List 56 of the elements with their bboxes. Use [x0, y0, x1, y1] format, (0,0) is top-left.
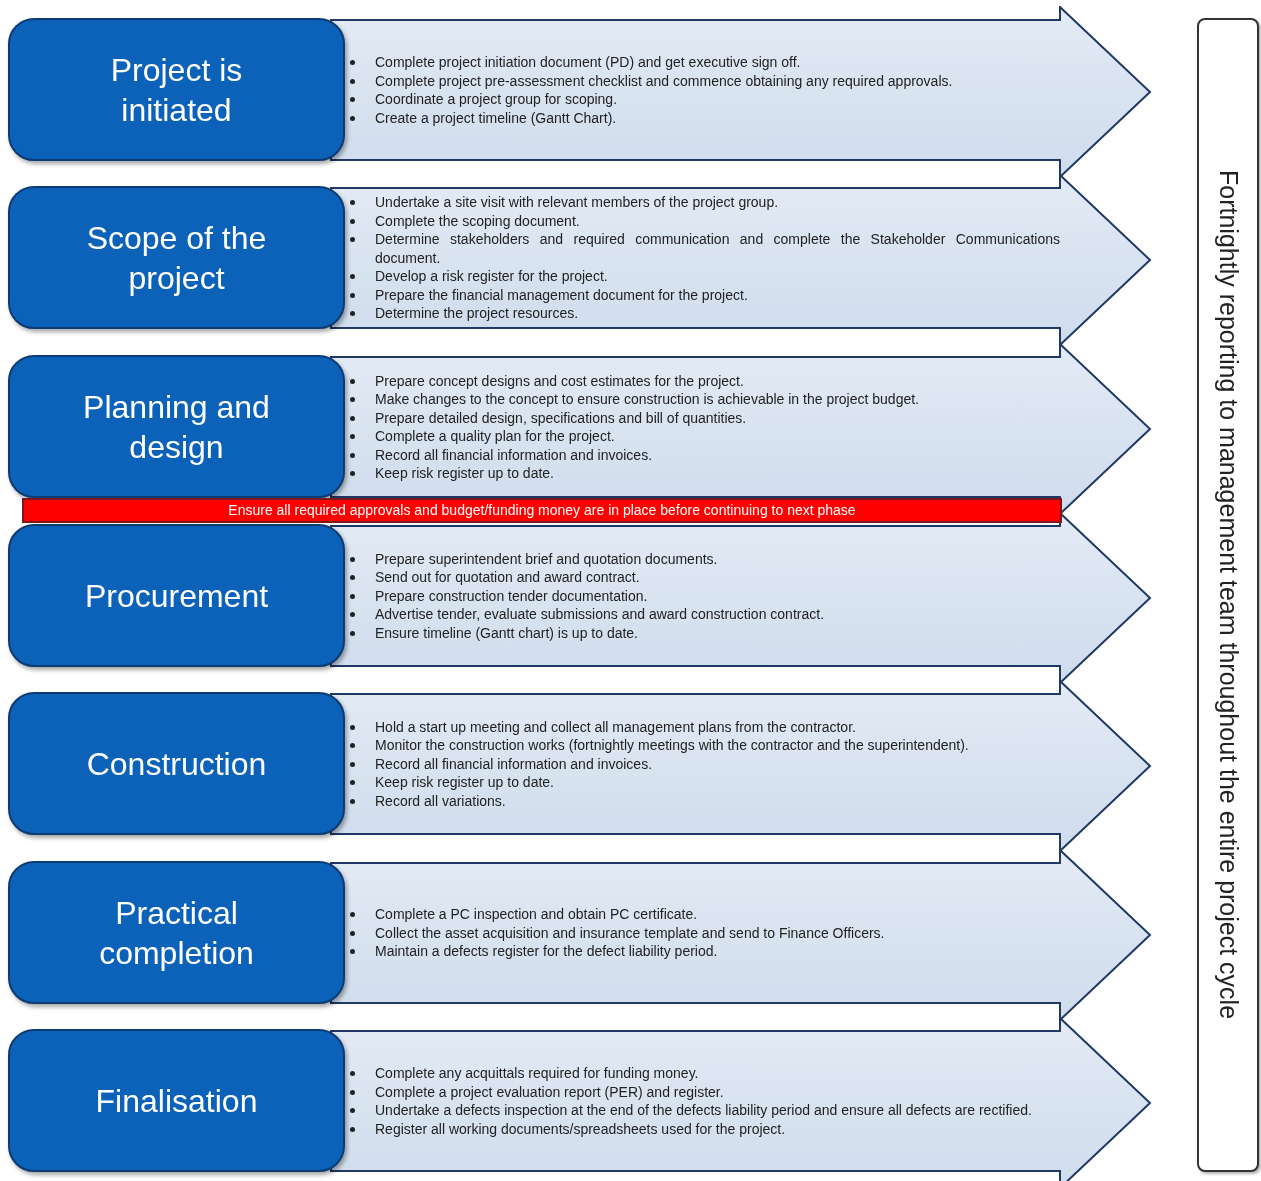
- task-text: Prepare construction tender documentation.: [375, 586, 648, 606]
- phase-title: Construction: [86, 744, 267, 784]
- task-text: Complete any acquittals required for funding money.: [375, 1064, 699, 1083]
- banner-text: Ensure all required approvals and budget/funding money are in place before continuing to next phase: [228, 501, 856, 520]
- task-text: Complete a quality plan for the project.: [375, 427, 615, 446]
- task-text: Determine stakeholders and required communication and complete the Stakeholder Communications document.: [375, 230, 1060, 268]
- chevron-shape: [330, 174, 1152, 346]
- phase-title: Project is initiated: [109, 50, 244, 130]
- task-text: Prepare superintendent brief and quotation documents.: [375, 549, 718, 569]
- task-text: Ensure timeline (Gantt chart) is up to date.: [375, 623, 638, 643]
- task-text: Complete a project evaluation report (PER) and register.: [375, 1082, 724, 1101]
- chevron-shape: [330, 1017, 1152, 1181]
- task-text: Collect the asset acquisition and insurance template and send to Finance Officers.: [375, 923, 885, 943]
- task-text: Record all financial information and invoices.: [375, 754, 653, 774]
- chevron-shape: [330, 680, 1152, 852]
- chevron-shape: [330, 849, 1152, 1021]
- phase-box: [8, 524, 345, 667]
- task-text: Prepare the financial management document for the project.: [375, 285, 748, 305]
- task-text: Complete project pre-assessment checklist and commence obtaining any required approvals.: [375, 71, 953, 90]
- task-text: Create a project timeline (Gantt Chart).: [375, 108, 617, 127]
- task-text: Make changes to the concept to ensure construction is achievable in the project budget.: [375, 390, 919, 409]
- task-text: Coordinate a project group for scoping.: [375, 90, 618, 109]
- phase-box: [8, 18, 345, 161]
- task-text: Keep risk register up to date.: [375, 773, 554, 792]
- phase-box: [8, 355, 345, 498]
- task-text: Complete the scoping document.: [375, 211, 580, 231]
- phase-box: [8, 861, 345, 1004]
- task-text: Record all variations.: [375, 791, 506, 811]
- task-text: Complete a PC inspection and obtain PC certificate.: [375, 905, 698, 924]
- task-text: Send out for quotation and award contract.: [375, 568, 640, 587]
- task-text: Complete project initiation document (PD) and get executive sign off.: [375, 53, 801, 72]
- reporting-panel: [1197, 18, 1259, 1172]
- phase-title: Scope of the project: [85, 218, 268, 298]
- warning-banner: [22, 498, 1062, 523]
- phase-box: [8, 186, 345, 329]
- task-text: Record all financial information and invoices.: [375, 445, 653, 464]
- task-text: Register all working documents/spreadsheets used for the project.: [375, 1119, 786, 1138]
- phase-box: [8, 1029, 345, 1172]
- task-text: Develop a risk register for the project.: [375, 267, 608, 286]
- phase-title: Practical completion: [98, 893, 255, 973]
- task-text: Prepare concept designs and cost estimates for the project.: [375, 371, 744, 390]
- task-text: Keep risk register up to date.: [375, 464, 554, 483]
- task-text: Undertake a defects inspection at the end of the defects liability period and ensure all defects are rectified.: [375, 1101, 1032, 1120]
- phase-title: Planning and design: [82, 387, 271, 467]
- task-text: Prepare detailed design, specifications and bill of quantities.: [375, 408, 747, 427]
- task-text: Undertake a site visit with relevant members of the project group.: [375, 193, 779, 212]
- task-text: Monitor the construction works (fortnightly meetings with the contractor and the superintendent).: [375, 736, 969, 755]
- chevron-shape: [330, 6, 1152, 178]
- task-text: Hold a start up meeting and collect all management plans from the contractor.: [375, 717, 856, 737]
- phase-box: [8, 692, 345, 835]
- task-text: Determine the project resources.: [375, 304, 579, 323]
- phase-title: Procurement: [84, 576, 269, 616]
- task-text: Advertise tender, evaluate submissions and award construction contract.: [375, 605, 825, 624]
- reporting-text: Fortnightly reporting to management team throughout the entire project cycle: [1213, 170, 1244, 1020]
- phase-title: Finalisation: [95, 1081, 258, 1121]
- task-text: Maintain a defects register for the defect liability period.: [375, 942, 718, 961]
